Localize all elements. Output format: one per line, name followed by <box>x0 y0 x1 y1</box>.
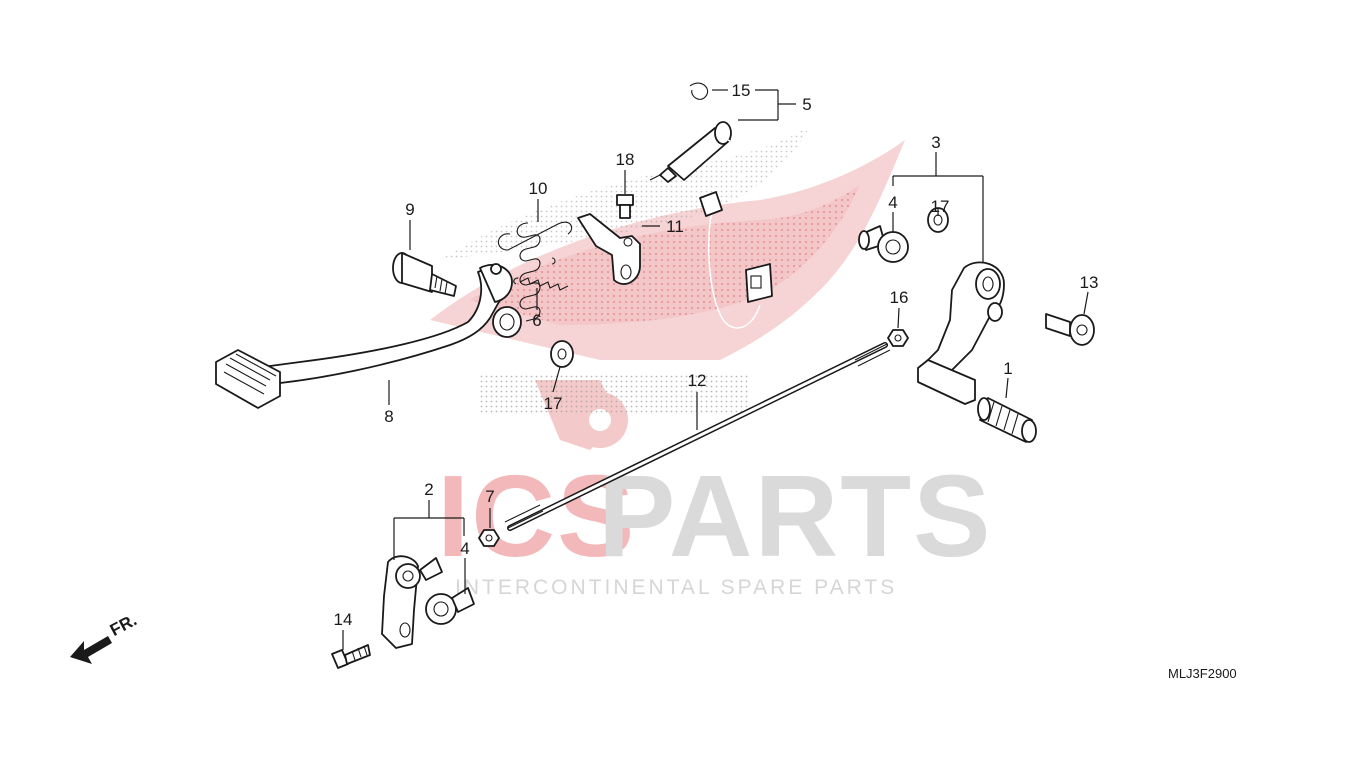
callout-numbers: 1 2 3 4 4 5 6 7 8 9 10 11 12 13 14 15 16… <box>334 81 1099 629</box>
callout-7: 7 <box>485 487 494 506</box>
callout-4-lower: 4 <box>460 539 469 558</box>
part-3-shift-pedal <box>917 261 1005 405</box>
callout-1: 1 <box>1003 359 1012 378</box>
callout-3: 3 <box>931 133 940 152</box>
part-14-bolt <box>331 644 371 669</box>
part-4-rod-end-upper <box>858 225 909 263</box>
part-2-shift-arm <box>381 555 443 649</box>
callout-13: 13 <box>1080 273 1099 292</box>
part-6-small-spring <box>513 257 569 291</box>
part-15-clip <box>689 82 708 100</box>
callout-17-right: 17 <box>931 197 950 216</box>
part-10-spring <box>497 221 573 322</box>
part-17-washer-right <box>927 207 949 233</box>
part-16-nut <box>887 329 909 347</box>
part-9-pivot-bolt <box>392 252 457 297</box>
watermark-tagline: INTERCONTINENTAL SPARE PARTS <box>455 576 897 599</box>
diagram-code: MLJ3F2900 <box>1168 666 1237 681</box>
callout-9: 9 <box>405 200 414 219</box>
callout-5: 5 <box>802 95 811 114</box>
callout-17-left: 17 <box>544 394 563 413</box>
leader-lines <box>342 89 1089 650</box>
callout-18: 18 <box>616 150 635 169</box>
watermark-brand-suffix: PARTS <box>598 451 993 581</box>
part-7-nut <box>478 529 500 547</box>
part-8-pedal-arm <box>215 263 522 409</box>
front-direction-label: FR. <box>107 610 140 640</box>
callout-10: 10 <box>529 179 548 198</box>
part-18-bolt <box>616 194 634 219</box>
part-17-washer-left <box>550 340 574 368</box>
front-direction-arrow: FR. <box>70 610 140 664</box>
part-4-rod-end-lower <box>425 587 475 625</box>
callout-6: 6 <box>532 311 541 330</box>
part-11-bracket <box>577 213 641 285</box>
part-1-rubber <box>977 397 1037 443</box>
callout-11: 11 <box>666 217 684 236</box>
callout-2: 2 <box>424 480 433 499</box>
callout-16: 16 <box>890 288 909 307</box>
callout-4-upper: 4 <box>888 193 897 212</box>
callout-12: 12 <box>688 371 707 390</box>
part-5-stop-switch <box>649 121 773 329</box>
callout-8: 8 <box>384 407 393 426</box>
callout-14: 14 <box>334 610 353 629</box>
part-13-bolt <box>1045 313 1095 346</box>
part-12-shift-rod <box>504 342 891 531</box>
callout-15: 15 <box>732 81 751 100</box>
